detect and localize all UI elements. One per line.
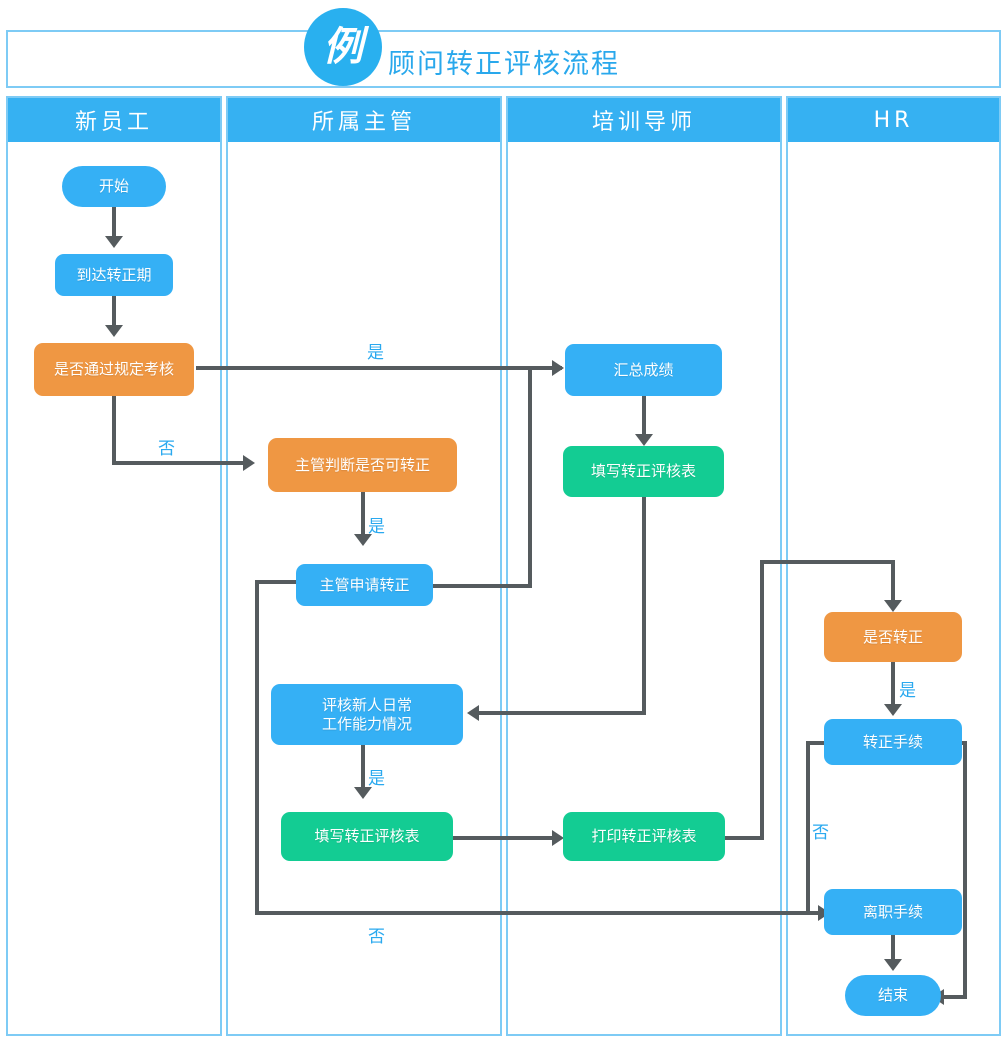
node-label: 转正手续 bbox=[862, 732, 923, 751]
example-badge: 例 bbox=[304, 8, 382, 86]
node-mgr-judge[interactable]: 主管判断是否可转正 bbox=[268, 438, 457, 492]
arrowhead-down bbox=[884, 600, 902, 612]
edge-pass-exam-yes-to-sum-scores bbox=[196, 366, 562, 370]
edge-assess-to-fill-form-mgr bbox=[361, 745, 365, 792]
node-confirm-procedure[interactable]: 转正手续 bbox=[824, 719, 962, 765]
edge-mgr-loop-no-horizontal bbox=[255, 911, 818, 915]
node-end[interactable]: 结束 bbox=[845, 975, 941, 1016]
node-label: 打印转正评核表 bbox=[591, 827, 697, 846]
arrowhead-down bbox=[105, 325, 123, 337]
node-label: 是否转正 bbox=[862, 627, 923, 646]
arrowhead-down bbox=[635, 434, 653, 446]
arrowhead-right bbox=[243, 455, 255, 471]
node-label: 主管判断是否可转正 bbox=[294, 455, 430, 474]
edge-resign-to-end bbox=[891, 935, 895, 963]
edge-confirm-right bbox=[957, 741, 967, 745]
edge-print-form-to-hr bbox=[760, 560, 895, 564]
node-fill-form-manager[interactable]: 填写转正评核表 bbox=[281, 812, 453, 861]
node-label: 主管申请转正 bbox=[319, 575, 410, 594]
edge-confirm-no-left bbox=[806, 741, 832, 745]
edge-into-is-confirm bbox=[891, 560, 895, 605]
node-is-confirm[interactable]: 是否转正 bbox=[824, 612, 962, 662]
edge-mgr-loop-no-top bbox=[255, 580, 313, 584]
arrowhead-down bbox=[105, 236, 123, 248]
lane-header-training-mentor: 培训导师 bbox=[508, 98, 780, 142]
edge-label-mgr-judge-yes: 是 bbox=[368, 517, 385, 537]
node-label: 汇总成绩 bbox=[613, 360, 674, 379]
edge-print-form-right bbox=[725, 836, 764, 840]
edge-mgr-loop-no-vertical bbox=[255, 584, 259, 914]
node-sum-scores[interactable]: 汇总成绩 bbox=[565, 344, 722, 396]
edge-sum-scores-to-fill-form-mentor bbox=[642, 396, 646, 438]
edge-label-confirm-no: 否 bbox=[812, 823, 829, 843]
arrowhead-down bbox=[884, 959, 902, 971]
edge-confirm-down bbox=[963, 741, 967, 999]
edge-confirm-no-down bbox=[806, 741, 810, 915]
edge-confirm-to-end bbox=[944, 995, 967, 999]
arrowhead-down bbox=[884, 704, 902, 716]
node-label-line2: 工作能力情况 bbox=[321, 714, 412, 733]
page-title: 顾问转正评核流程 bbox=[388, 49, 620, 80]
edge-label-mgr-loop-no: 否 bbox=[368, 927, 385, 947]
arrowhead-left bbox=[467, 705, 479, 721]
node-label: 填写转正评核表 bbox=[314, 827, 420, 846]
node-label: 到达转正期 bbox=[76, 265, 152, 284]
edge-print-form-up bbox=[760, 560, 764, 840]
lane-label: 所属主管 bbox=[311, 110, 416, 135]
node-print-form[interactable]: 打印转正评核表 bbox=[563, 812, 725, 861]
node-label: 开始 bbox=[98, 177, 129, 196]
edge-mgr-apply-right bbox=[433, 584, 532, 588]
edge-pass-exam-no-vertical bbox=[112, 395, 116, 465]
edge-fill-form-mentor-left bbox=[479, 711, 646, 715]
edge-mgr-judge-to-mgr-apply bbox=[361, 492, 365, 538]
node-pass-exam[interactable]: 是否通过规定考核 bbox=[34, 343, 194, 396]
edge-label-pass-exam-no: 否 bbox=[158, 439, 175, 459]
arrowhead-down bbox=[354, 787, 372, 799]
lane-header-new-employee: 新员工 bbox=[8, 98, 220, 142]
edge-label-pass-exam-yes: 是 bbox=[367, 343, 384, 363]
lane-label: 培训导师 bbox=[591, 110, 696, 135]
lane-new-employee: 新员工 bbox=[6, 96, 222, 1036]
node-reach-period[interactable]: 到达转正期 bbox=[55, 254, 173, 296]
node-label: 离职手续 bbox=[862, 902, 923, 921]
lane-label: 新员工 bbox=[74, 110, 153, 135]
node-assess-daily[interactable]: 评核新人日常 工作能力情况 bbox=[271, 684, 463, 745]
edge-fill-form-mgr-to-print-form bbox=[453, 836, 561, 840]
node-label-line1: 评核新人日常 bbox=[321, 695, 412, 714]
arrowhead-right bbox=[552, 830, 564, 846]
edge-label-assess-yes: 是 bbox=[368, 769, 385, 789]
lane-label: HR bbox=[873, 107, 914, 133]
lane-header-direct-manager: 所属主管 bbox=[228, 98, 500, 142]
title-bar bbox=[6, 30, 1001, 88]
node-fill-form-mentor[interactable]: 填写转正评核表 bbox=[563, 446, 724, 497]
node-mgr-apply[interactable]: 主管申请转正 bbox=[296, 564, 433, 606]
lane-header-hr: HR bbox=[788, 98, 999, 142]
arrowhead-down bbox=[354, 534, 372, 546]
edge-is-confirm-yes bbox=[891, 662, 895, 708]
edge-label-is-confirm-yes: 是 bbox=[899, 681, 916, 701]
edge-start-to-reach-period bbox=[112, 206, 116, 240]
node-resign-procedure[interactable]: 离职手续 bbox=[824, 889, 962, 935]
node-label: 是否通过规定考核 bbox=[53, 360, 174, 379]
example-badge-label: 例 bbox=[323, 24, 363, 70]
node-start[interactable]: 开始 bbox=[62, 166, 166, 207]
arrowhead-right bbox=[552, 360, 564, 376]
edge-mgr-apply-up bbox=[528, 366, 532, 586]
edge-reach-period-to-pass-exam bbox=[112, 295, 116, 329]
node-label: 填写转正评核表 bbox=[590, 462, 696, 481]
node-label: 结束 bbox=[877, 986, 908, 1005]
edge-pass-exam-no-horizontal bbox=[112, 461, 251, 465]
edge-fill-form-mentor-down bbox=[642, 497, 646, 715]
